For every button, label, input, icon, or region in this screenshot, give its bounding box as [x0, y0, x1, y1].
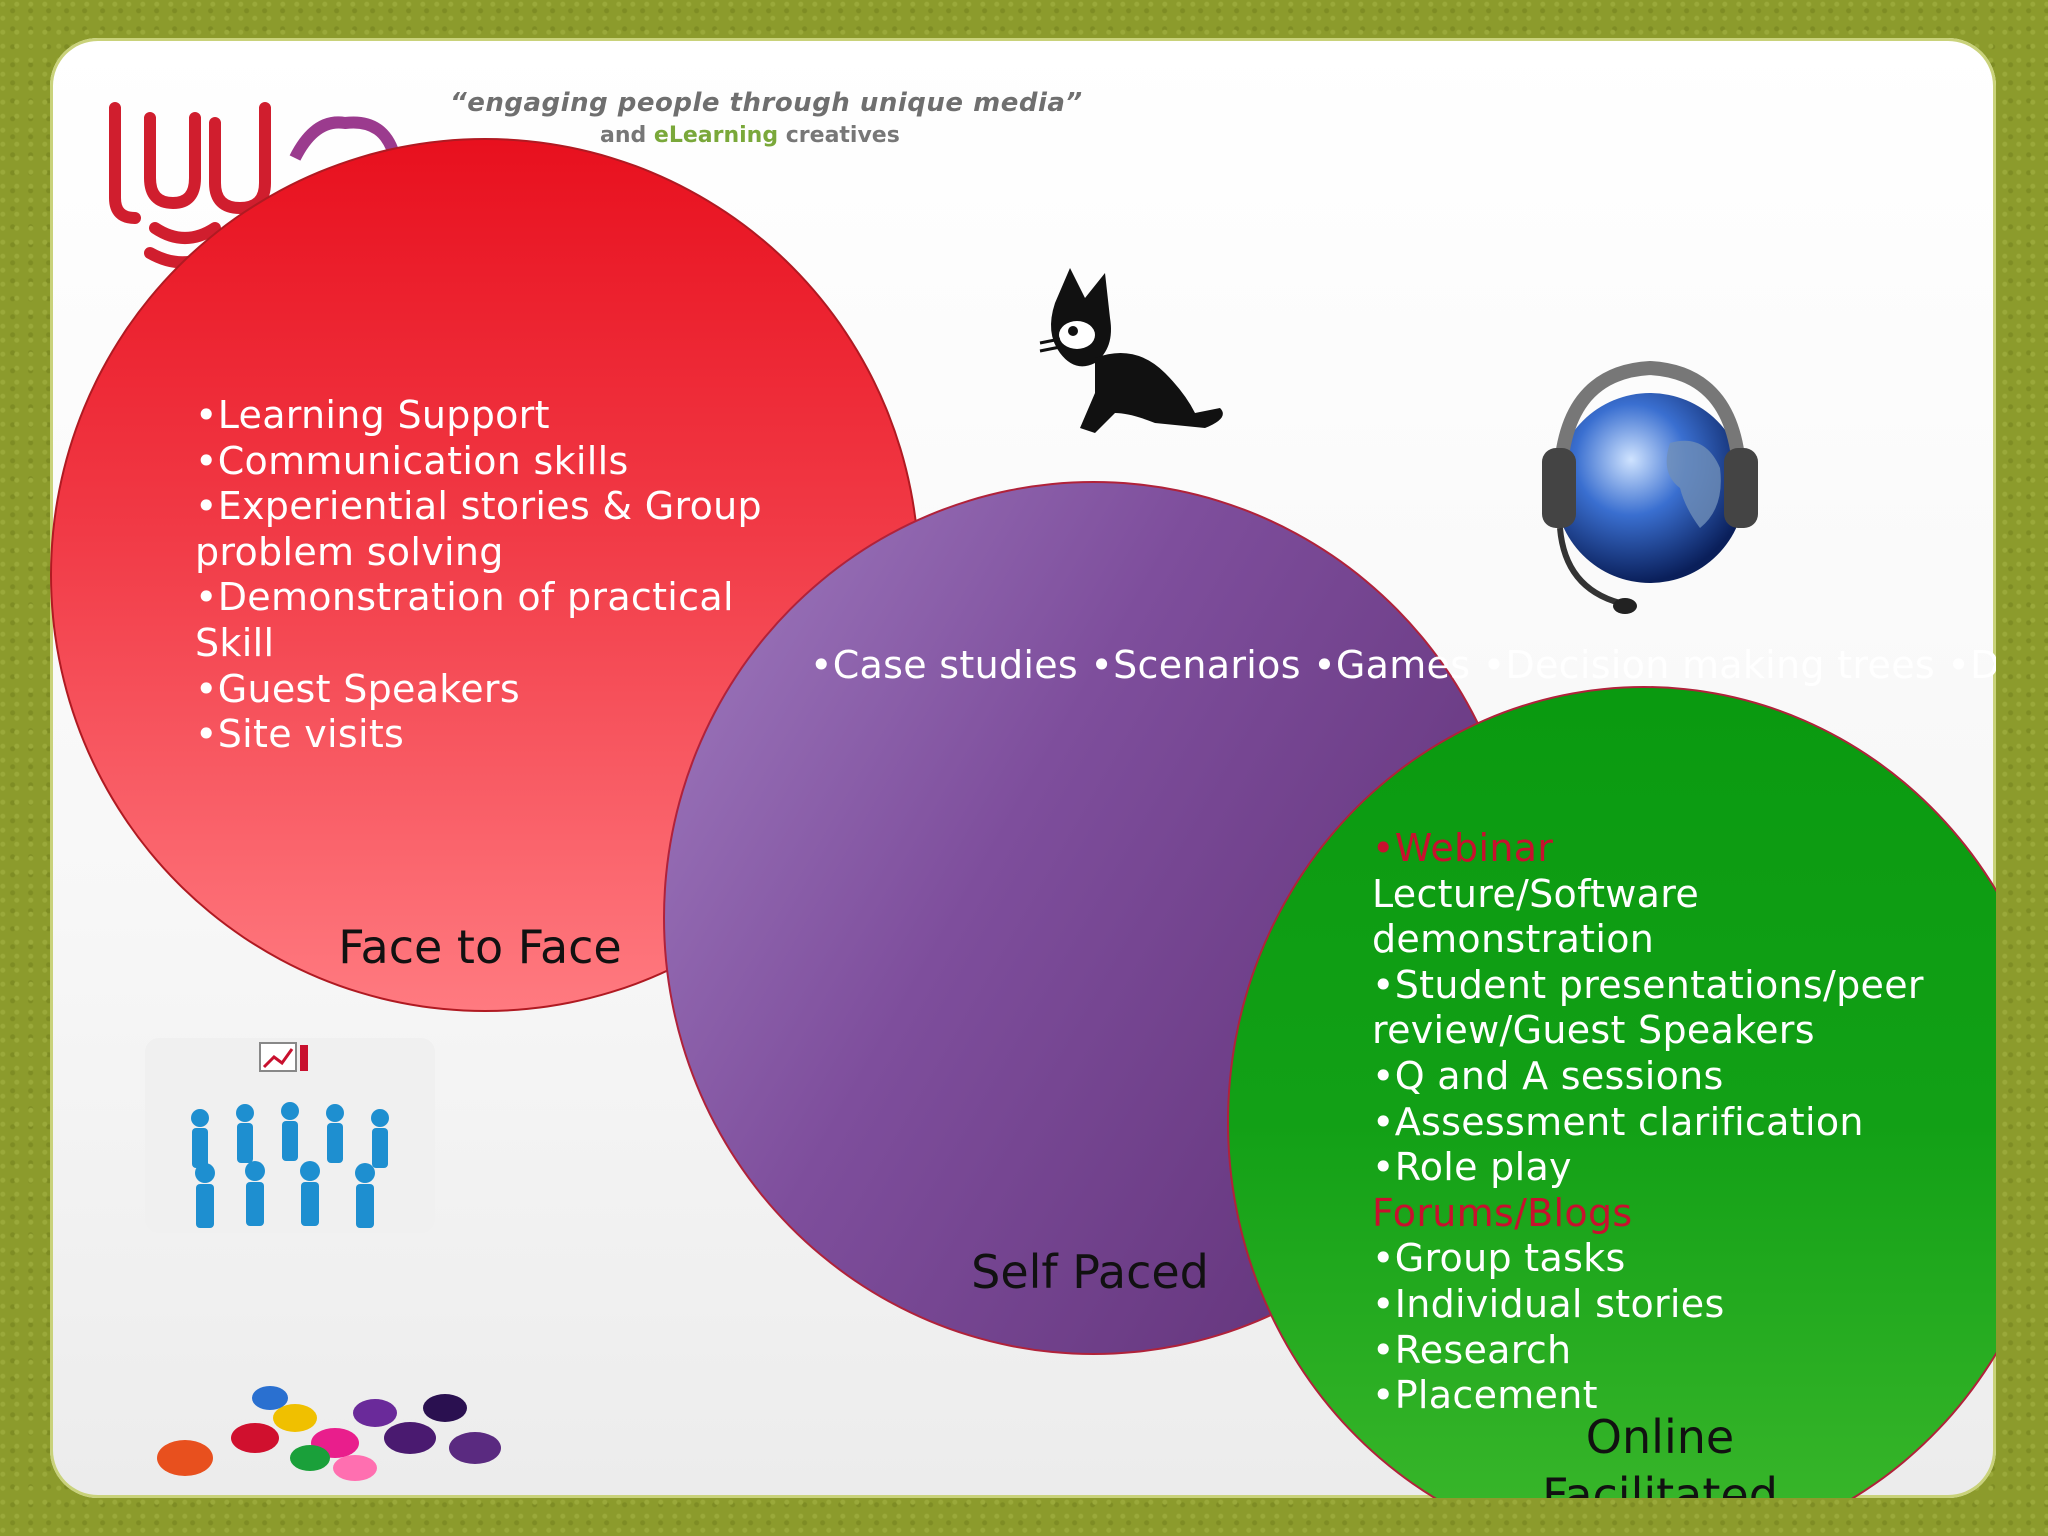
globe-headset-image [1542, 360, 1758, 614]
jelly-beans-image [157, 1386, 501, 1481]
cartoon-cat-image [1039, 268, 1223, 433]
self-paced-list: •Case studies •Scenarios •Games •Decisio… [810, 643, 1996, 687]
subline: and eLearning creatives [600, 123, 900, 148]
online-facilitated-circle [1227, 686, 1996, 1498]
webinar-item: •Webinar [1372, 826, 1554, 870]
subline-highlight: eLearning [653, 123, 779, 148]
online-items-b: •Group tasks •Individual stories •Resear… [1372, 1236, 1725, 1418]
face-to-face-list: •Learning Support •Communication skills … [195, 393, 762, 757]
self-paced-label: Self Paced [971, 1245, 1209, 1299]
slide: “engaging people through unique media” a… [50, 38, 1996, 1498]
online-items-a: Lecture/Software demonstration •Student … [1372, 871, 1924, 1190]
online-facilitated-list: •Webinar Lecture/Software demonstration … [1372, 826, 1992, 1419]
tagline: “engaging people through unique media” [450, 88, 1083, 118]
online-facilitated-label: Online Facilitated [1542, 1410, 1778, 1498]
audience-presentation-image [145, 1038, 435, 1233]
forums-item: Forums/Blogs [1372, 1190, 1633, 1235]
face-to-face-label: Face to Face [338, 920, 622, 974]
